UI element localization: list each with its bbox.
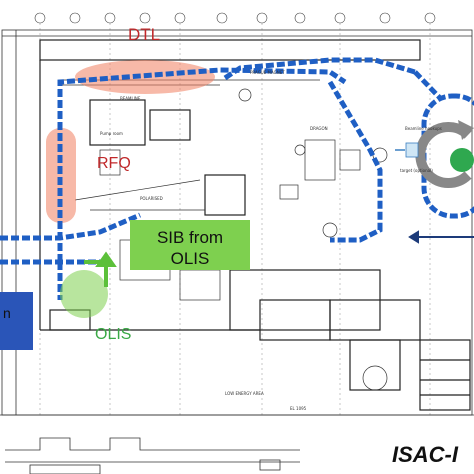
arrow-up-icon bbox=[84, 251, 117, 287]
svg-text:EL 1095: EL 1095 bbox=[290, 406, 307, 411]
building-walls bbox=[39, 39, 471, 411]
floor-note: LOW ENERGY AREA bbox=[225, 391, 264, 396]
ring-structure bbox=[395, 93, 474, 219]
drawing-annotations: BEAMLINE PRAGUE MAGNET Pump room DRAGON … bbox=[100, 70, 328, 411]
svg-text:DRAGON: DRAGON bbox=[310, 126, 328, 131]
ring-arrow-icon bbox=[415, 122, 472, 188]
svg-text:Pump room: Pump room bbox=[100, 131, 123, 136]
target-note: target (optional) bbox=[400, 168, 433, 173]
rfq-highlight bbox=[46, 128, 76, 223]
sib-label-line1: SIB from bbox=[157, 228, 223, 247]
rfq-label: RFQ bbox=[97, 155, 131, 172]
svg-text:BEAMLINE: BEAMLINE bbox=[120, 96, 141, 101]
sib-label-line2: OLIS bbox=[171, 249, 210, 268]
arrow-left-icon bbox=[408, 230, 474, 244]
svg-text:POLARISED: POLARISED bbox=[140, 196, 163, 201]
scale-bar bbox=[0, 414, 474, 474]
beamline-hookups-note: Beamline hookups bbox=[405, 126, 442, 131]
svg-text:PRAGUE MAGNET: PRAGUE MAGNET bbox=[250, 70, 285, 75]
olis-label: OLIS bbox=[95, 326, 131, 343]
dtl-label: DTL bbox=[128, 25, 160, 44]
olis-highlight bbox=[60, 270, 108, 318]
left-box-label: n bbox=[3, 305, 11, 321]
left-blue-box bbox=[0, 292, 33, 350]
isac-title: ISAC-I bbox=[392, 442, 459, 467]
sib-label-box bbox=[130, 220, 250, 270]
